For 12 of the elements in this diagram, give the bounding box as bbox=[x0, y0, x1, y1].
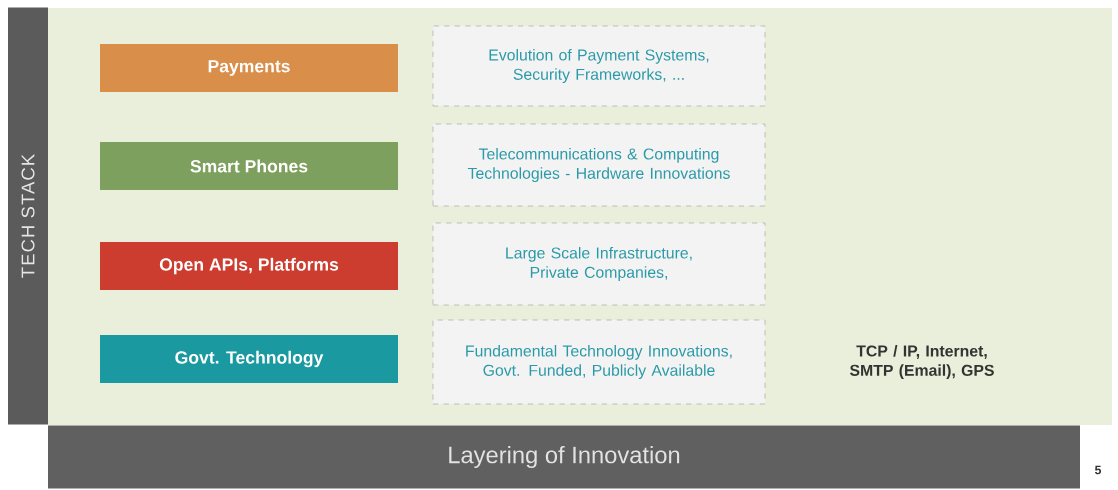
side-band: TECH STACK bbox=[8, 7, 48, 425]
description-box: Telecommunications & Computing Technologies - Hardware Innovations bbox=[432, 123, 766, 207]
page-number: 5 bbox=[1094, 465, 1102, 475]
footer-band: Layering of Innovation bbox=[48, 425, 1080, 489]
category-tab: Open APIs, Platforms bbox=[100, 242, 398, 290]
description-box: Fundamental Technology Innovations, Govt. Funded, Publicly Available bbox=[432, 319, 766, 405]
side-note: TCP / IP, Internet, SMTP (Email), GPS bbox=[849, 344, 994, 380]
category-tab: Smart Phones bbox=[100, 142, 398, 190]
description-box: Large Scale Infrastructure, Private Companies, bbox=[432, 222, 766, 306]
category-tab: Govt. Technology bbox=[100, 335, 398, 383]
description-box: Evolution of Payment Systems, Security Frameworks, ... bbox=[432, 25, 766, 107]
category-tab: Payments bbox=[100, 44, 398, 92]
